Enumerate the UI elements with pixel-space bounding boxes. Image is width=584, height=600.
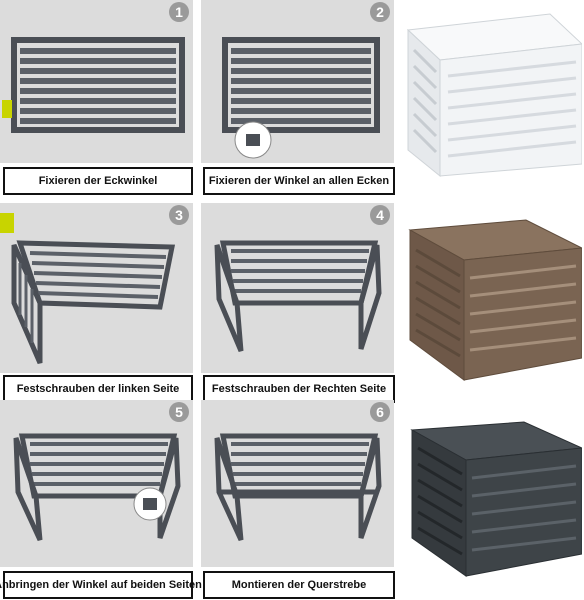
step-2-number-badge: 2 [370,2,390,22]
step-6-image: 6 [201,400,394,567]
step-6-caption: Montieren der Querstrebe [203,571,395,599]
product-white-cover [406,13,582,178]
step-5-image: 5 [0,400,193,567]
step-2-caption: Fixieren der Winkel an allen Ecken [203,167,395,195]
step-4-caption: Festschrauben der Rechten Seite [203,375,395,403]
product-brown-cover [408,219,582,381]
drill-icon [2,100,12,118]
step-1-caption: Fixieren der Eckwinkel [3,167,193,195]
step-3-image: 3 [0,203,193,373]
step-1-number-badge: 1 [169,2,189,22]
frame-flat-illustration [2,37,185,133]
cross-brace-illustration [214,433,382,542]
left-side-illustration [0,213,176,364]
step-3-caption: Festschrauben der linken Seite [3,375,193,403]
step-4-image: 4 [201,203,394,373]
step-4-number-badge: 4 [370,205,390,225]
step-3-number-badge: 3 [169,205,189,225]
step-5-number-badge: 5 [169,402,189,422]
angle-brackets-illustration [13,433,181,542]
product-anthracite-cover [410,421,582,577]
drill-icon [0,213,14,233]
frame-corners-illustration [222,37,380,159]
step-1-image: 1 [0,0,193,163]
step-5-caption: Anbringen der Winkel auf beiden Seiten [0,571,202,599]
step-2-image: 2 [201,0,394,163]
step-6-number-badge: 6 [370,402,390,422]
right-side-illustration [214,240,382,352]
